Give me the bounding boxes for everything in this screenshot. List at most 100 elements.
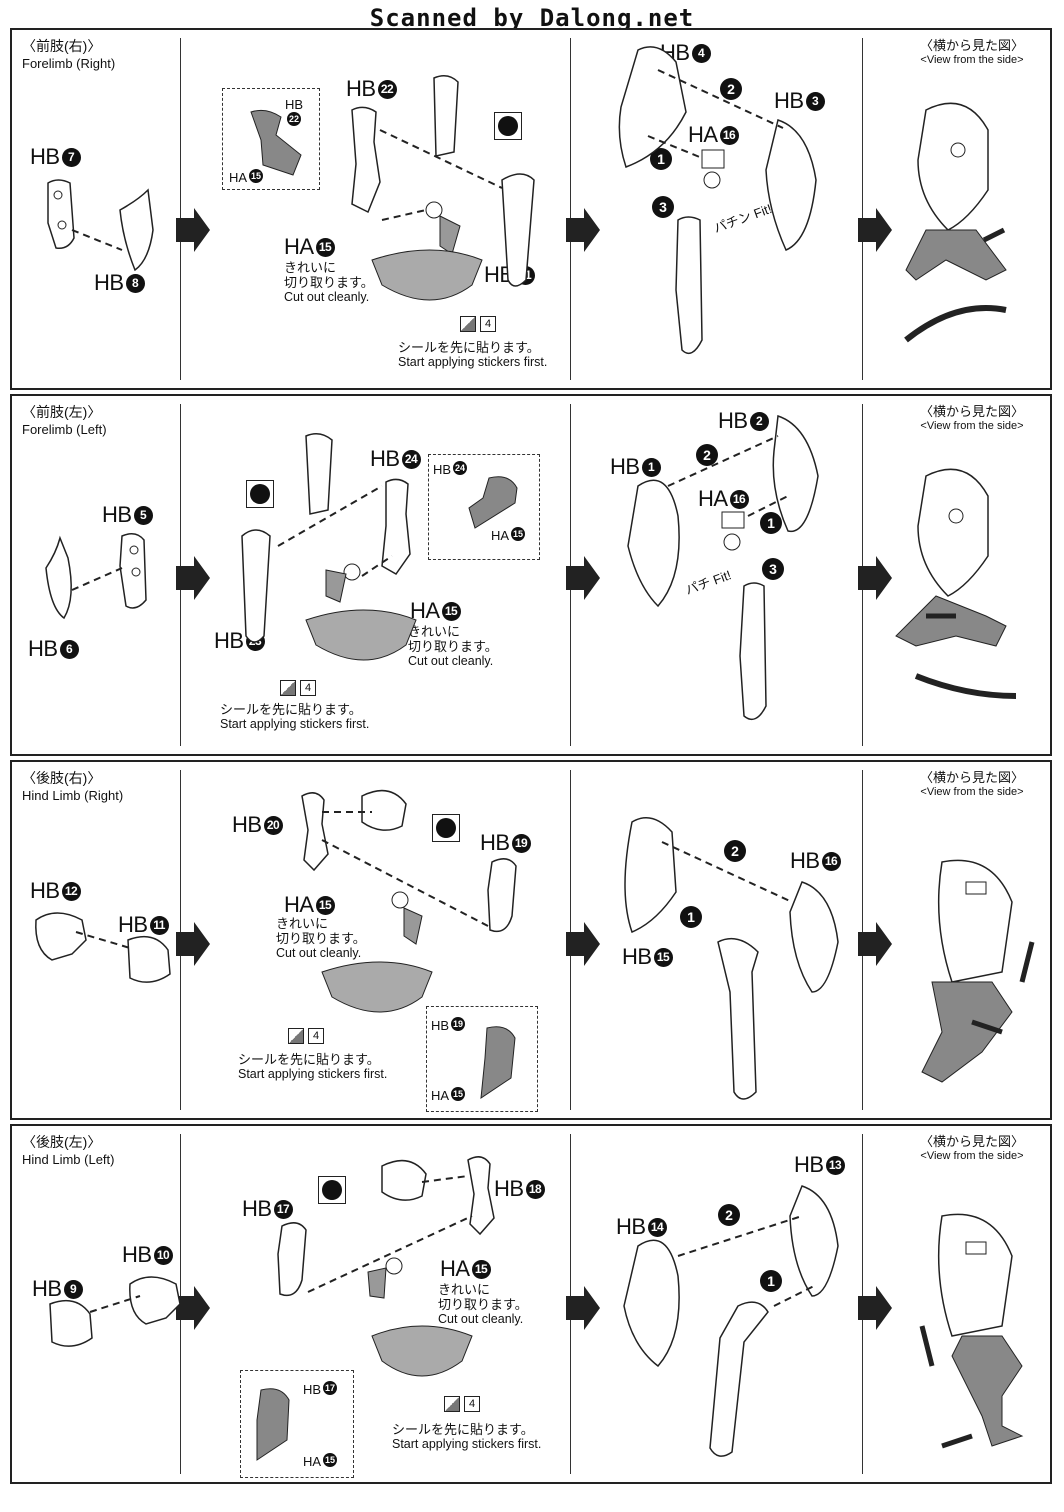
side-view-caption: 〈横から見た図〉<View from the side> bbox=[919, 404, 1024, 432]
inset-label: HB22 bbox=[285, 97, 304, 126]
part-illustration bbox=[47, 179, 154, 272]
arrow-right-icon bbox=[176, 922, 210, 966]
title-en: Forelimb (Right) bbox=[22, 56, 116, 71]
step-badge: 2 bbox=[720, 78, 742, 100]
arrow-right-icon bbox=[176, 1286, 210, 1330]
sticker-note: シールを先に貼ります。Start applying stickers first… bbox=[238, 1052, 388, 1081]
cut-note: きれいに切り取ります。Cut out cleanly. bbox=[408, 624, 498, 668]
step-badge: 1 bbox=[760, 1270, 782, 1292]
title-jp: 〈前肢(右)〉 bbox=[22, 38, 102, 54]
cut-note: きれいに切り取ります。Cut out cleanly. bbox=[438, 1282, 528, 1326]
arrow-right-icon bbox=[176, 556, 210, 600]
part-illustration bbox=[468, 476, 518, 529]
sticker-icon: 4 bbox=[288, 1028, 324, 1044]
sticker-note: シールを先に貼ります。Start applying stickers first… bbox=[392, 1422, 542, 1451]
side-view-caption: 〈横から見た図〉<View from the side> bbox=[919, 38, 1024, 66]
section-title: 〈前肢(左)〉 Forelimb (Left) bbox=[22, 404, 107, 437]
step-badge: 3 bbox=[652, 196, 674, 218]
sticker-icon: 4 bbox=[280, 680, 316, 696]
black-circle-icon bbox=[246, 480, 274, 508]
side-view-illustration bbox=[904, 102, 1007, 343]
sticker-icon: 4 bbox=[460, 316, 496, 332]
black-circle-icon bbox=[494, 112, 522, 140]
step-badge: 1 bbox=[650, 148, 672, 170]
part-illustration bbox=[45, 533, 147, 620]
part-illustration bbox=[250, 109, 302, 176]
sticker-note: シールを先に貼ります。Start applying stickers first… bbox=[398, 340, 548, 369]
sticker-icon: 4 bbox=[444, 1396, 480, 1412]
black-circle-icon bbox=[432, 814, 460, 842]
side-view-illustration bbox=[919, 1213, 1024, 1449]
part-illustration bbox=[627, 414, 819, 721]
step-badge: 1 bbox=[680, 906, 702, 928]
arrow-right-icon bbox=[566, 208, 600, 252]
arrow-right-icon bbox=[566, 556, 600, 600]
part-illustration bbox=[277, 1156, 495, 1377]
part-illustration bbox=[256, 1388, 290, 1461]
part-illustration bbox=[351, 75, 535, 301]
section-title: 〈後肢(右)〉 Hind Limb (Right) bbox=[22, 770, 124, 803]
cut-note: きれいに切り取ります。Cut out cleanly. bbox=[276, 916, 366, 960]
scan-watermark: Scanned by Dalong.net bbox=[369, 4, 695, 32]
cut-note: きれいに切り取ります。Cut out cleanly. bbox=[284, 260, 374, 304]
arrow-right-icon bbox=[176, 208, 210, 252]
section-title: 〈前肢(右)〉 Forelimb (Right) bbox=[22, 38, 115, 72]
arrow-right-icon bbox=[858, 208, 892, 252]
black-circle-icon bbox=[318, 1176, 346, 1204]
part-illustration bbox=[624, 817, 839, 1100]
part-illustration bbox=[35, 912, 171, 983]
section-title: 〈後肢(左)〉 Hind Limb (Left) bbox=[22, 1134, 115, 1167]
part-illustration bbox=[49, 1276, 181, 1347]
step-badge: 1 bbox=[760, 512, 782, 534]
part-illustration bbox=[301, 789, 517, 1013]
arrow-right-icon bbox=[858, 556, 892, 600]
side-view-illustration bbox=[895, 468, 1017, 699]
side-view-caption: 〈横から見た図〉<View from the side> bbox=[919, 1134, 1024, 1162]
side-view-caption: 〈横から見た図〉<View from the side> bbox=[919, 770, 1024, 798]
step-badge: 2 bbox=[696, 444, 718, 466]
part-illustration bbox=[618, 46, 817, 355]
step-badge: 3 bbox=[762, 558, 784, 580]
sticker-note: シールを先に貼ります。Start applying stickers first… bbox=[220, 702, 370, 731]
part-illustration bbox=[241, 433, 417, 661]
part-illustration bbox=[480, 1026, 516, 1100]
step-badge: 2 bbox=[718, 1204, 740, 1226]
step-badge: 2 bbox=[724, 840, 746, 862]
